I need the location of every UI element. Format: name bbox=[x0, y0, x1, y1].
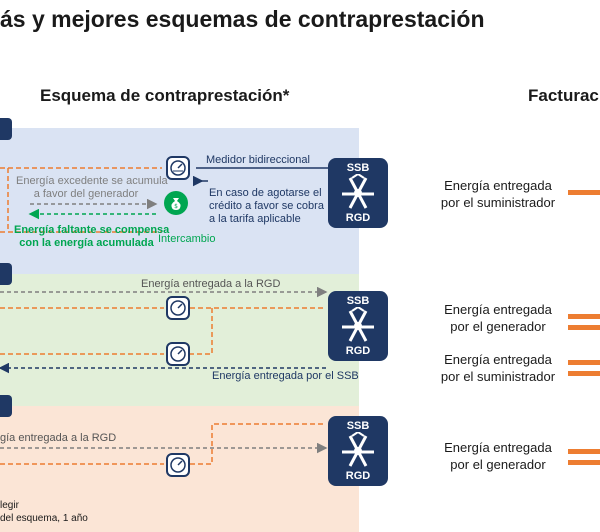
bidirectional-meter-icon bbox=[166, 156, 190, 180]
row-marker-3 bbox=[0, 395, 12, 417]
billing-bar-4a bbox=[568, 449, 600, 454]
to-rgd-label-row3: gía entregada a la RGD bbox=[0, 432, 117, 444]
billing-heading: Facturac bbox=[528, 86, 599, 105]
ssb-rgd-device-icon-1: SSB RGD bbox=[328, 158, 388, 228]
billing-bar-3b bbox=[568, 371, 600, 376]
billing-bar-2b bbox=[568, 325, 600, 330]
row-marker-2 bbox=[0, 263, 12, 285]
ssb-rgd-device-icon-3: SSB RGD bbox=[328, 416, 388, 486]
meter-icon-row3 bbox=[166, 453, 190, 477]
billing-bar-2a bbox=[568, 314, 600, 319]
bidirectional-meter-label: Medidor bidireccional bbox=[206, 154, 310, 166]
billing-bar-4b bbox=[568, 460, 600, 465]
money-bag-icon: $ bbox=[164, 191, 188, 215]
meter-icon-row2-bottom bbox=[166, 342, 190, 366]
page-title: ás y mejores esquemas de contraprestació… bbox=[0, 6, 485, 32]
from-ssb-label: Energía entregada por el SSB bbox=[212, 370, 359, 382]
meter-icon-row2-top bbox=[166, 296, 190, 320]
exchange-label: Intercambio bbox=[158, 233, 216, 245]
to-rgd-label-row2: Energía entregada a la RGD bbox=[140, 278, 282, 290]
svg-text:$: $ bbox=[174, 203, 178, 210]
row-marker-1 bbox=[0, 118, 12, 140]
ssb-rgd-device-icon-2: SSB RGD bbox=[328, 291, 388, 361]
scheme-heading: Esquema de contraprestación* bbox=[40, 86, 290, 105]
billing-bar-1 bbox=[568, 190, 600, 195]
billing-bar-3a bbox=[568, 360, 600, 365]
